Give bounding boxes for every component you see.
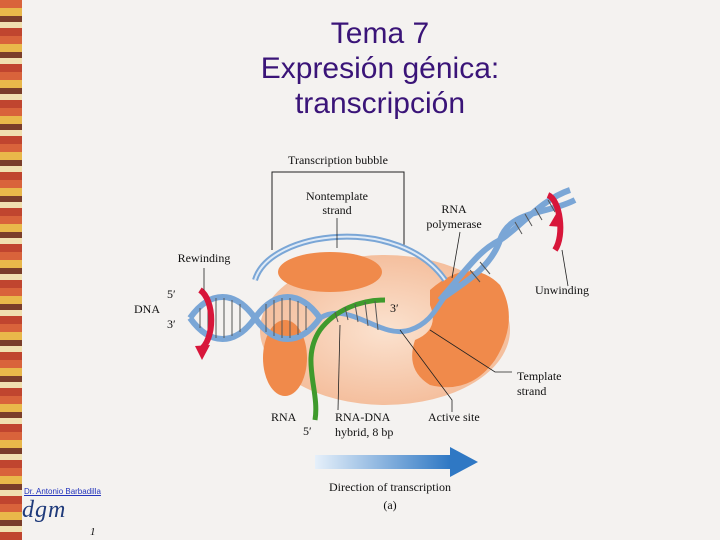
label-5prime-rna: 5′ bbox=[303, 424, 312, 438]
label-template: Template bbox=[517, 369, 561, 383]
label-3prime-dna: 3′ bbox=[167, 317, 176, 331]
rna-dna-hybrid-pairs bbox=[334, 300, 379, 331]
label-rna: RNA bbox=[271, 410, 297, 424]
dna-left-base-pairs bbox=[199, 298, 307, 338]
slide-title: Tema 7 Expresión génica: transcripción bbox=[180, 16, 580, 121]
dna-right-strand-2 bbox=[438, 197, 577, 303]
author-link[interactable]: Dr. Antonio Barbadilla bbox=[24, 487, 101, 496]
direction-arrow-head bbox=[450, 447, 478, 477]
label-polymerase: polymerase bbox=[426, 217, 481, 231]
label-nontemplate-strand: strand bbox=[322, 203, 351, 217]
unwinding-arrow bbox=[546, 192, 564, 252]
label-leader-lines bbox=[203, 218, 569, 412]
title-line-2: Expresión génica: bbox=[260, 52, 500, 85]
title-line-1: Tema 7 bbox=[330, 17, 430, 50]
polymerase-right-lobe bbox=[412, 271, 509, 388]
label-template-strand: strand bbox=[517, 384, 546, 398]
decorative-border bbox=[0, 0, 22, 540]
bubble-bracket bbox=[271, 171, 405, 250]
label-rewinding: Rewinding bbox=[178, 251, 231, 265]
polymerase-top-lobe bbox=[278, 252, 382, 292]
label-hybrid-8bp: hybrid, 8 bp bbox=[335, 425, 393, 439]
label-3prime-rna: 3′ bbox=[390, 301, 399, 315]
dna-right-base-pairs bbox=[469, 199, 556, 283]
label-panel-a: (a) bbox=[383, 498, 396, 512]
label-dna: DNA bbox=[134, 302, 160, 316]
label-rna-dna: RNA-DNA bbox=[335, 410, 391, 424]
label-transcription-bubble: Transcription bubble bbox=[288, 153, 388, 167]
label-rna-polymerase: RNA bbox=[441, 202, 467, 216]
label-unwinding: Unwinding bbox=[535, 283, 589, 297]
rna-strand bbox=[308, 297, 386, 421]
rewinding-arrow bbox=[197, 287, 215, 353]
label-active-site: Active site bbox=[428, 410, 480, 424]
title-line-3: transcripción bbox=[294, 87, 466, 120]
label-nontemplate: Nontemplate bbox=[306, 189, 368, 203]
label-5prime-dna: 5′ bbox=[167, 287, 176, 301]
direction-arrow-shaft bbox=[315, 455, 450, 469]
label-direction: Direction of transcription bbox=[329, 480, 451, 494]
dgm-logo: dgm bbox=[22, 497, 67, 523]
page-number: 1 bbox=[90, 526, 96, 538]
